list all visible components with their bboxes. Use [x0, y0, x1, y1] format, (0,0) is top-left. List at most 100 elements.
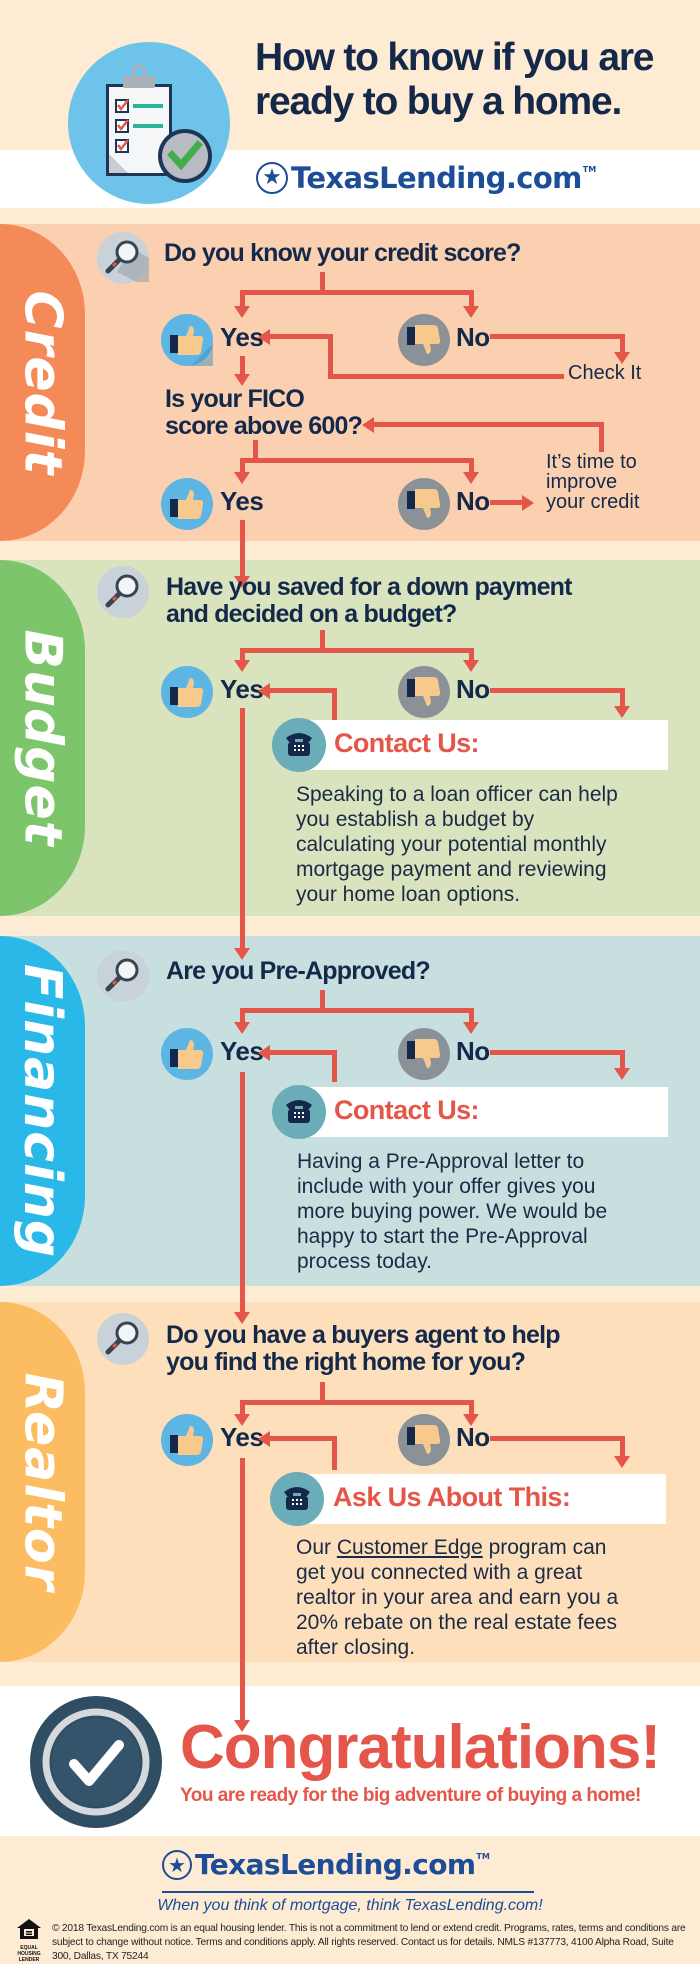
- tab-budget: [0, 560, 85, 916]
- tab-credit: [0, 224, 85, 541]
- brand-logo[interactable]: ★ TexasLending.com TM: [256, 161, 596, 195]
- customer-edge-link[interactable]: Customer Edge: [336, 1536, 483, 1559]
- arrow-left-icon: [258, 683, 270, 699]
- phone-icon[interactable]: [272, 1085, 326, 1139]
- flow-line: [240, 708, 245, 950]
- realtor-callout-body: Our Customer Edge program can get you co…: [296, 1536, 619, 1659]
- footer-background: [0, 1838, 700, 1959]
- footer-divider: [162, 1891, 534, 1893]
- arrow-down-icon: [234, 1312, 250, 1324]
- flow-line: [240, 936, 245, 950]
- budget-callout-title: Contact Us:: [334, 728, 480, 758]
- arrow-left-icon: [362, 417, 374, 433]
- thumbs-down-icon: [398, 314, 450, 366]
- thumbs-up-icon: [161, 1414, 213, 1466]
- financing-no: No: [456, 1036, 490, 1066]
- budget-callout-body: Speaking to a loan officer can help you …: [296, 783, 618, 906]
- flow-line: [240, 356, 245, 376]
- arrow-left-icon: [258, 329, 270, 345]
- flow-line: [469, 458, 474, 474]
- budget-question: Have you saved for a down payment and de…: [166, 573, 572, 628]
- flow-line: [490, 688, 625, 693]
- flow-line: [253, 440, 258, 462]
- arrow-down-icon: [614, 352, 630, 364]
- trademark: TM: [582, 165, 597, 174]
- arrow-down-icon: [463, 660, 479, 672]
- flow-line: [469, 1008, 474, 1024]
- realtor-callout-title: Ask Us About This:: [333, 1482, 571, 1512]
- title-line-2: ready to buy a home.: [255, 80, 622, 123]
- flow-line: [320, 990, 325, 1012]
- flow-line: [328, 374, 564, 379]
- arrow-down-icon: [463, 472, 479, 484]
- flow-line: [268, 1050, 337, 1055]
- magnifier-icon: [97, 1313, 149, 1365]
- star-icon: ★: [162, 1849, 192, 1880]
- budget-no: No: [456, 674, 490, 704]
- arrow-down-icon: [234, 660, 250, 672]
- thumbs-down-icon: [398, 1414, 450, 1466]
- flow-line: [240, 1458, 245, 1722]
- phone-icon[interactable]: [270, 1472, 324, 1526]
- credit-yes-1: Yes: [220, 322, 264, 352]
- arrow-down-icon: [463, 1414, 479, 1426]
- budget-contact-bar: [300, 720, 668, 770]
- flow-line: [469, 290, 474, 308]
- arrow-down-icon: [234, 472, 250, 484]
- magnifier-icon: [97, 232, 149, 284]
- realtor-no: No: [456, 1422, 490, 1452]
- flow-line: [490, 1050, 625, 1055]
- realtor-yes: Yes: [220, 1422, 264, 1452]
- flow-line: [620, 334, 625, 354]
- flow-line: [240, 1008, 474, 1013]
- credit-question-1: Do you know your credit score?: [164, 239, 521, 267]
- credit-yes-2: Yes: [220, 486, 264, 516]
- flow-line: [469, 1400, 474, 1416]
- arrow-right-icon: [522, 495, 534, 511]
- flow-line: [240, 290, 245, 308]
- check-it-label[interactable]: Check It: [568, 362, 642, 384]
- flow-line: [620, 1050, 625, 1070]
- arrow-down-icon: [234, 1022, 250, 1034]
- flow-line: [240, 1302, 245, 1314]
- flow-line: [240, 560, 245, 578]
- flow-line: [599, 422, 604, 452]
- thumbs-up-icon: [161, 666, 213, 718]
- flow-line: [240, 290, 474, 295]
- tab-financing: [0, 936, 85, 1286]
- arrow-left-icon: [258, 1431, 270, 1447]
- flow-line: [620, 688, 625, 708]
- improve-credit-label: It’s time to improve your credit: [546, 451, 640, 513]
- tab-realtor-label: Realtor: [12, 1372, 73, 1592]
- arrow-down-icon: [463, 306, 479, 318]
- flow-line: [490, 334, 625, 339]
- credit-question-2: Is your FICO score above 600?: [165, 385, 363, 440]
- thumbs-up-icon: [161, 478, 213, 530]
- flow-line: [490, 500, 524, 505]
- flow-line: [620, 1436, 625, 1458]
- flow-line: [268, 1436, 337, 1441]
- flow-line: [268, 334, 332, 339]
- flow-line: [240, 458, 474, 463]
- checkmark-badge-icon: [30, 1696, 162, 1828]
- flow-line: [240, 1072, 245, 1312]
- financing-contact-bar: [300, 1087, 668, 1137]
- arrow-left-icon: [258, 1045, 270, 1061]
- clipboard-checklist-icon: [68, 42, 230, 204]
- congratulations-subtitle: You are ready for the big adventure of b…: [180, 1785, 641, 1806]
- arrow-down-icon: [234, 1414, 250, 1426]
- brand-name: TexasLending.com: [291, 161, 582, 195]
- arrow-down-icon: [614, 706, 630, 718]
- flow-line: [490, 1436, 625, 1441]
- arrow-down-icon: [463, 1022, 479, 1034]
- footer-brand-logo[interactable]: ★ TexasLending.com TM: [162, 1848, 490, 1881]
- magnifier-icon: [97, 950, 149, 1002]
- thumbs-down-icon: [398, 478, 450, 530]
- arrow-down-icon: [614, 1456, 630, 1468]
- arrow-down-icon: [234, 306, 250, 318]
- credit-no-1: No: [456, 322, 490, 352]
- legal-disclaimer: © 2018 TexasLending.com is an equal hous…: [52, 1923, 686, 1962]
- phone-icon[interactable]: [272, 718, 326, 772]
- thumbs-down-icon: [398, 666, 450, 718]
- flow-line: [372, 422, 604, 427]
